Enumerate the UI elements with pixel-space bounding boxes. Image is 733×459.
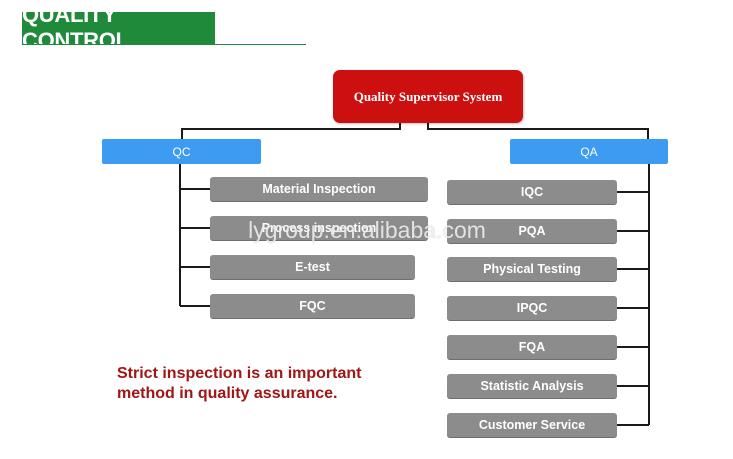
note-text: Strict inspection is an important method… [117, 364, 417, 404]
qa-branch-node: QA [510, 139, 668, 164]
connector-root-qa [427, 123, 649, 139]
qa-item-statistic-analysis: Statistic Analysis [447, 374, 617, 398]
qa-item-fqa: FQA [447, 335, 617, 359]
connector-root-qc [181, 123, 401, 139]
root-node: Quality Supervisor System [333, 70, 523, 123]
title-underline [22, 44, 306, 45]
qc-item-fqc: FQC [210, 294, 415, 318]
qa-item-physical-testing: Physical Testing [447, 257, 617, 281]
qc-item-e-test: E-test [210, 255, 415, 279]
qa-item-ipqc: IPQC [447, 296, 617, 320]
note-line-2: method in quality assurance. [117, 385, 338, 402]
qa-item-customer-service: Customer Service [447, 413, 617, 437]
qc-item-process-inspection: Process inspection [210, 216, 428, 240]
qc-branch-node: QC [102, 139, 261, 164]
qa-item-pqa: PQA [447, 219, 617, 243]
qa-item-iqc: IQC [447, 180, 617, 204]
qc-item-material-inspection: Material Inspection [210, 177, 428, 201]
note-line-1: Strict inspection is an important [117, 365, 362, 382]
